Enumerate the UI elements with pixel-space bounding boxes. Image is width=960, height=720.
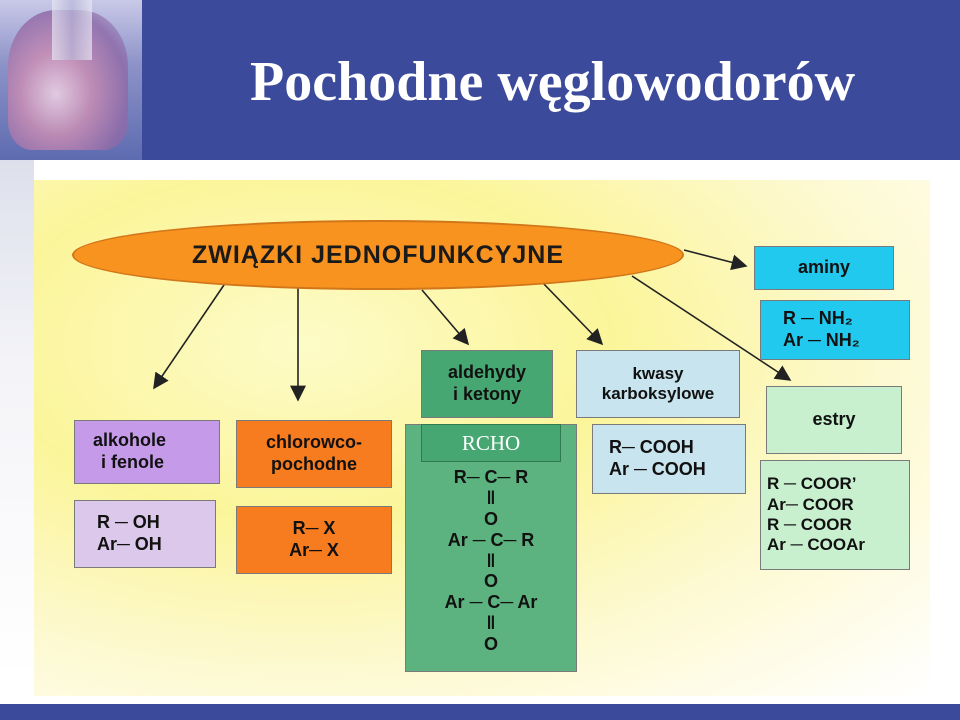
alkohole-label-line-1: alkohole: [93, 430, 167, 451]
arrow-to-kwasy: [541, 281, 604, 346]
estry-formula-3: R ─ COOR: [767, 515, 852, 534]
aldehydy-label-line-2: i ketony: [452, 384, 522, 404]
aminy-formula-box: R ─ NH₂ Ar ─ NH₂: [760, 300, 910, 360]
flask-neck-shape: [52, 0, 92, 60]
estry-formula-4: Ar ─ COOAr: [767, 535, 865, 555]
chlorowco-label-box: chlorowco- pochodne: [236, 420, 392, 488]
kwasy-label-line-2: karboksylowe: [601, 384, 715, 403]
alkohole-formula-1: R ─ OH: [97, 512, 160, 533]
slide-footer: [0, 704, 960, 720]
arrow-to-aldehydy: [421, 289, 470, 346]
side-decoration: [0, 160, 34, 680]
aminy-formula-2: Ar ─ NH₂: [783, 330, 860, 350]
alkohole-formula-2: Ar─ OH: [97, 534, 162, 554]
chlorowco-label-line-1: chlorowco-: [265, 432, 362, 453]
aldehydy-formula-4: Ar ─ C─ R: [447, 529, 535, 550]
aldehydy-formula-5: ‖: [486, 550, 496, 571]
chlorowco-label-line-2: pochodne: [271, 454, 357, 474]
arrow-to-alkohole: [153, 281, 227, 390]
estry-formula-1: R ─ COOR’: [767, 474, 857, 494]
aldehydy-formula-9: O: [483, 634, 498, 654]
chlorowco-formula-box: R─ X Ar─ X: [236, 506, 392, 574]
rcho-overlay-label: RCHO: [421, 424, 561, 462]
root-label: ZWIĄZKI JEDNOFUNKCYJNE: [191, 240, 564, 269]
page-title: Pochodne węglowodorów: [250, 51, 856, 113]
kwasy-formula-1: R─ COOH: [609, 437, 694, 458]
estry-label-box: estry: [766, 386, 902, 454]
alkohole-label-box: alkohole i fenole: [74, 420, 220, 484]
aldehydy-formula-3: O: [483, 508, 498, 529]
chlorowco-formula-1: R─ X: [292, 518, 336, 539]
aldehydy-formula-2: ‖: [486, 487, 496, 508]
estry-formula-box: R ─ COOR’ Ar─ COOR R ─ COOR Ar ─ COOAr: [760, 460, 910, 570]
alkohole-label-line-2: i fenole: [101, 452, 165, 472]
aminy-formula-1: R ─ NH₂: [783, 308, 853, 329]
kwasy-formula-box: R─ COOH Ar ─ COOH: [592, 424, 746, 494]
aldehydy-formula-7: Ar ─ C─ Ar: [444, 592, 538, 613]
aldehydy-label-box: aldehydy i ketony: [421, 350, 553, 418]
aminy-label-box: aminy: [754, 246, 894, 290]
chlorowco-formula-2: Ar─ X: [289, 540, 339, 560]
kwasy-label-box: kwasy karboksylowe: [576, 350, 740, 418]
aldehydy-formula-6: O: [483, 571, 498, 592]
diagram-canvas: ZWIĄZKI JEDNOFUNKCYJNE alkohole i fenole…: [34, 180, 930, 696]
arrow-to-aminy: [683, 249, 748, 271]
aldehydy-formula-1: R─ C─ R: [453, 467, 529, 487]
kwasy-formula-2: Ar ─ COOH: [609, 459, 706, 479]
slide-header: Pochodne węglowodorów: [0, 0, 960, 160]
flask-image: [0, 0, 142, 160]
aminy-label: aminy: [797, 257, 851, 278]
aldehydy-label-line-1: aldehydy: [447, 362, 527, 383]
kwasy-label-line-1: kwasy: [632, 363, 684, 383]
root-node: ZWIĄZKI JEDNOFUNKCYJNE: [72, 220, 684, 290]
aldehydy-formula-box: R─ C─ R ‖ O Ar ─ C─ R ‖ O Ar ─ C─ Ar ‖ O: [405, 424, 577, 672]
alkohole-formula-box: R ─ OH Ar─ OH: [74, 500, 216, 568]
aldehydy-formula-8: ‖: [486, 613, 496, 634]
estry-label: estry: [812, 409, 856, 430]
estry-formula-2: Ar─ COOR: [767, 494, 854, 514]
